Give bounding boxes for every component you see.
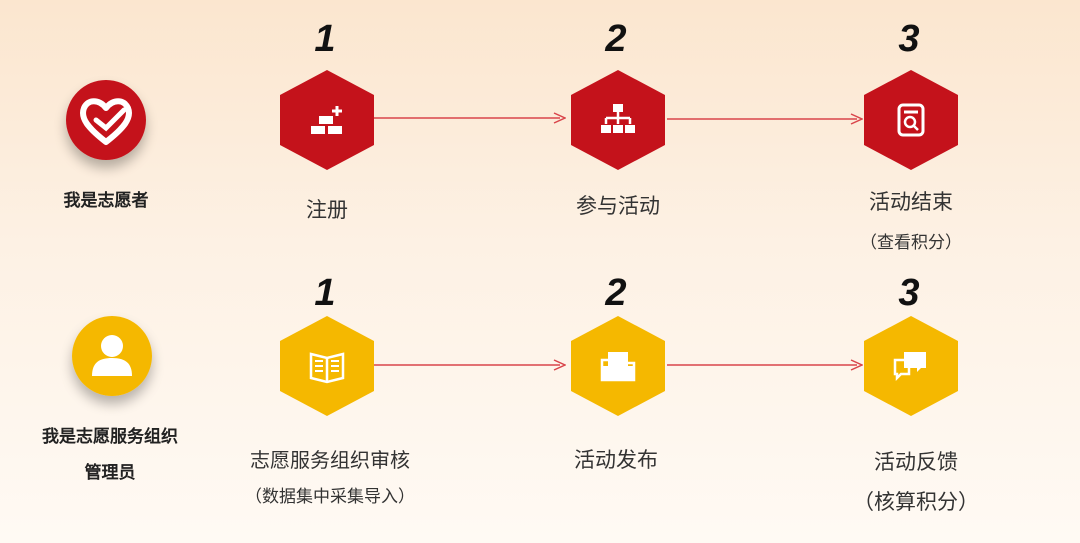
org-review-step-hexagon[interactable] (280, 316, 374, 416)
document-search-icon (897, 103, 925, 137)
feedback-label: 活动反馈 (874, 450, 958, 474)
person-silhouette-icon (72, 316, 152, 396)
step-number: 3 (898, 272, 920, 314)
step-number: 2 (605, 18, 627, 60)
flow-arrow (667, 113, 863, 125)
register-step-hexagon[interactable] (280, 70, 374, 170)
flow-arrow (374, 359, 566, 371)
step-number: 1 (314, 272, 336, 314)
feedback-step-hexagon[interactable] (864, 316, 958, 416)
feedback-sublabel: （核算积分） (853, 490, 979, 514)
org-review-label: 志愿服务组织审核 (250, 448, 410, 472)
org-chart-icon (601, 104, 635, 133)
activity-end-step-hexagon[interactable] (864, 70, 958, 170)
publish-label: 活动发布 (574, 448, 658, 472)
folder-icon (600, 352, 636, 382)
heart-hand-icon (66, 80, 146, 160)
step-number: 3 (898, 18, 920, 60)
step-number: 2 (605, 272, 627, 314)
activity-end-label: 活动结束 (869, 190, 953, 214)
manager-role-icon (72, 316, 152, 396)
manager-role-label-line2: 管理员 (84, 463, 136, 483)
participate-step-hexagon[interactable] (571, 70, 665, 170)
activity-end-sublabel: （查看积分） (860, 233, 962, 253)
flow-arrow (667, 359, 863, 371)
register-label: 注册 (306, 198, 348, 222)
chat-bubbles-icon (893, 352, 926, 382)
step-number: 1 (314, 18, 336, 60)
participate-label: 参与活动 (576, 194, 660, 218)
publish-step-hexagon[interactable] (571, 316, 665, 416)
open-book-icon (309, 352, 345, 384)
gold-bars-plus-icon (311, 106, 342, 134)
flow-arrow (374, 112, 566, 124)
volunteer-role-label: 我是志愿者 (63, 191, 149, 211)
volunteer-role-icon (66, 80, 146, 160)
org-review-sublabel: （数据集中采集导入） (245, 487, 415, 507)
manager-role-label-line1: 我是志愿服务组织 (42, 427, 178, 447)
